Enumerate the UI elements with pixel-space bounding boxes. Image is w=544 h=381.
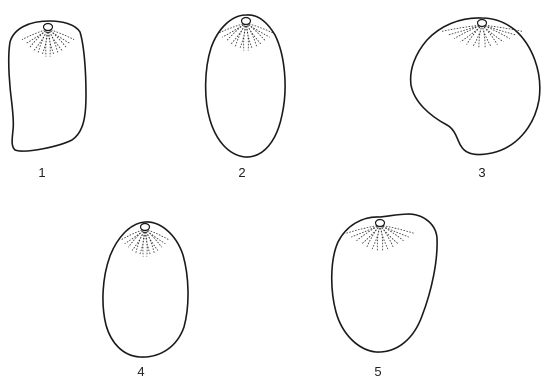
seed-outline-2 [206, 15, 285, 157]
stem-3 [478, 20, 487, 27]
seed-outline-1 [9, 21, 86, 151]
seed-shape-5: 5 [332, 214, 437, 379]
seed-outline-5 [332, 214, 437, 352]
figure-label-2: 2 [238, 165, 245, 180]
seed-shape-1: 1 [9, 21, 86, 180]
stem-2 [242, 18, 251, 25]
seed-outline-4 [103, 222, 188, 357]
figure-label-5: 5 [374, 364, 381, 379]
seed-shape-3: 3 [411, 18, 540, 180]
stem-5 [376, 220, 385, 227]
figure-label-1: 1 [38, 165, 45, 180]
seed-shape-4: 4 [103, 222, 188, 379]
figure-label-4: 4 [137, 364, 144, 379]
seed-shape-2: 2 [206, 15, 285, 180]
seed-outline-3 [411, 18, 540, 155]
figure-label-3: 3 [478, 165, 485, 180]
stem-4 [141, 224, 150, 231]
stem-1 [44, 24, 53, 31]
